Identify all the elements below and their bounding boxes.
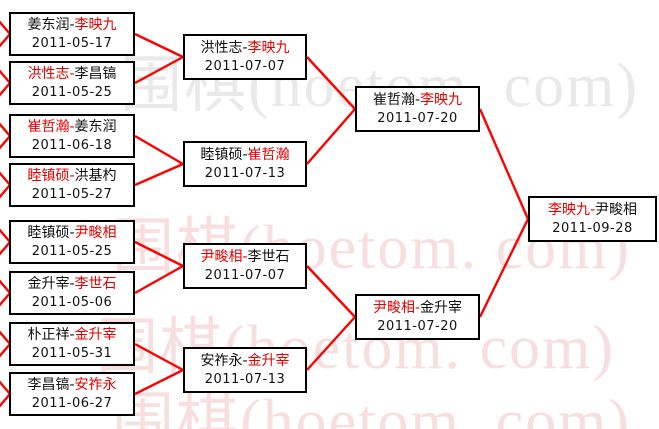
vs-dash: - <box>69 16 75 33</box>
match-players: 睦镇硕-洪基杓 <box>27 167 116 186</box>
match-players: 尹畯相-李世石 <box>200 248 289 267</box>
player-2: 金升宰 <box>420 299 463 316</box>
player-1: 睦镇硕 <box>27 167 70 184</box>
match-players: 安祚永-金升宰 <box>200 352 289 371</box>
match-date: 2011-05-17 <box>31 35 113 51</box>
match-box-r16-8: 李昌镐-安祚永 2011-06-27 <box>9 372 135 416</box>
match-players: 尹畯相-金升宰 <box>373 299 462 318</box>
player-1: 尹畯相 <box>200 248 243 265</box>
match-box-r16-1: 姜东润-李映九 2011-05-17 <box>9 12 135 56</box>
match-date: 2011-06-18 <box>31 137 113 153</box>
match-date: 2011-07-07 <box>204 58 286 74</box>
match-players: 睦镇硕-崔哲瀚 <box>200 146 289 165</box>
match-players: 洪性志-李映九 <box>200 39 289 58</box>
player-1: 睦镇硕 <box>27 224 70 241</box>
match-date: 2011-07-13 <box>204 165 286 181</box>
match-box-r16-7: 朴正祥-金升宰 2011-05-31 <box>9 322 135 366</box>
vs-dash: - <box>242 352 248 369</box>
player-1: 金升宰 <box>27 275 70 292</box>
match-box-r16-5: 睦镇硕-尹畯相 2011-05-25 <box>9 220 135 264</box>
match-players: 金升宰-李世石 <box>27 275 116 294</box>
player-2: 李映九 <box>247 39 290 56</box>
player-2: 李映九 <box>74 16 117 33</box>
match-box-r16-6: 金升宰-李世石 2011-05-06 <box>9 271 135 315</box>
vs-dash: - <box>69 118 75 135</box>
player-1: 崔哲瀚 <box>372 91 415 108</box>
vs-dash: - <box>69 65 75 82</box>
match-players: 洪性志-李昌镐 <box>27 65 116 84</box>
match-players: 李昌镐-安祚永 <box>27 376 116 395</box>
vs-dash: - <box>69 275 75 292</box>
vs-dash: - <box>69 167 75 184</box>
match-box-qf-1: 洪性志-李映九 2011-07-07 <box>183 34 307 80</box>
vs-dash: - <box>414 91 421 108</box>
player-1: 朴正祥 <box>27 326 70 343</box>
match-box-sf-1: 崔哲瀚-李映九 2011-07-20 <box>355 86 480 132</box>
match-box-r16-4: 睦镇硕-洪基杓 2011-05-27 <box>9 163 135 207</box>
player-2: 洪基杓 <box>74 167 117 184</box>
match-players: 李映九-尹畯相 <box>548 201 637 220</box>
match-date: 2011-07-13 <box>204 371 286 387</box>
player-1: 洪性志 <box>27 65 70 82</box>
match-date: 2011-05-25 <box>31 243 113 259</box>
player-1: 李映九 <box>547 201 590 218</box>
match-date: 2011-07-20 <box>377 318 458 334</box>
vs-dash: - <box>414 299 421 316</box>
match-players: 朴正祥-金升宰 <box>27 326 116 345</box>
player-2: 金升宰 <box>247 352 290 369</box>
player-1: 姜东润 <box>27 16 70 33</box>
player-2: 安祚永 <box>74 376 117 393</box>
player-2: 尹畯相 <box>74 224 117 241</box>
player-1: 尹畯相 <box>372 299 415 316</box>
match-date: 2011-09-28 <box>552 220 633 236</box>
match-box-final: 李映九-尹畯相 2011-09-28 <box>528 196 657 242</box>
player-2: 尹畯相 <box>595 201 638 218</box>
player-2: 姜东润 <box>74 118 117 135</box>
player-1: 崔哲瀚 <box>27 118 70 135</box>
vs-dash: - <box>242 248 248 265</box>
match-box-qf-4: 安祚永-金升宰 2011-07-13 <box>183 347 307 393</box>
match-date: 2011-06-27 <box>31 395 113 411</box>
match-date: 2011-05-27 <box>31 186 113 202</box>
player-2: 金升宰 <box>74 326 117 343</box>
player-2: 李昌镐 <box>74 65 117 82</box>
match-date: 2011-05-25 <box>31 84 113 100</box>
match-date: 2011-05-06 <box>31 294 113 310</box>
player-1: 睦镇硕 <box>200 146 243 163</box>
match-date: 2011-07-07 <box>204 267 286 283</box>
player-1: 洪性志 <box>200 39 243 56</box>
vs-dash: - <box>589 201 596 218</box>
player-2: 李世石 <box>74 275 117 292</box>
vs-dash: - <box>69 224 75 241</box>
match-box-qf-3: 尹畯相-李世石 2011-07-07 <box>183 243 307 289</box>
player-1: 安祚永 <box>200 352 243 369</box>
vs-dash: - <box>242 39 248 56</box>
match-box-sf-2: 尹畯相-金升宰 2011-07-20 <box>355 294 480 340</box>
vs-dash: - <box>69 376 75 393</box>
match-date: 2011-05-31 <box>31 345 113 361</box>
match-players: 姜东润-李映九 <box>27 16 116 35</box>
player-2: 李映九 <box>420 91 463 108</box>
match-date: 2011-07-20 <box>377 110 458 126</box>
match-players: 崔哲瀚-姜东润 <box>27 118 116 137</box>
match-box-r16-2: 洪性志-李昌镐 2011-05-25 <box>9 61 135 105</box>
match-players: 崔哲瀚-李映九 <box>373 91 462 110</box>
match-box-r16-3: 崔哲瀚-姜东润 2011-06-18 <box>9 114 135 158</box>
player-1: 李昌镐 <box>27 376 70 393</box>
match-box-qf-2: 睦镇硕-崔哲瀚 2011-07-13 <box>183 141 307 187</box>
player-2: 李世石 <box>247 248 290 265</box>
vs-dash: - <box>242 146 248 163</box>
vs-dash: - <box>69 326 75 343</box>
match-players: 睦镇硕-尹畯相 <box>27 224 116 243</box>
player-2: 崔哲瀚 <box>247 146 290 163</box>
